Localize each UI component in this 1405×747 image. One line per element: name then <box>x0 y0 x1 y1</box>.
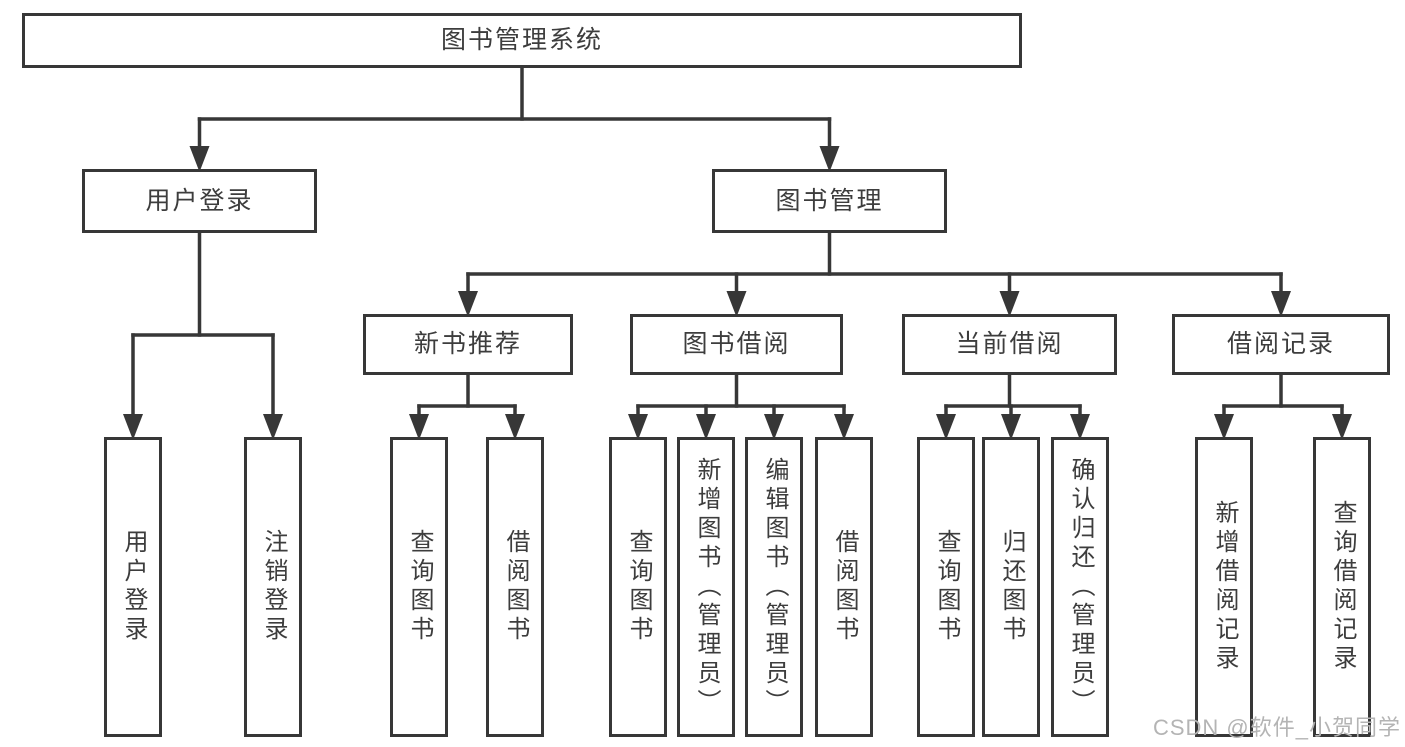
node-user-login-leaf: 用户登录 <box>104 437 162 737</box>
node-current-borrowing: 当前借阅 <box>902 314 1117 375</box>
node-query-borrow-record: 查询借阅记录 <box>1313 437 1371 737</box>
node-borrowing-records: 借阅记录 <box>1172 314 1390 375</box>
node-query-books-3: 查询图书 <box>917 437 975 737</box>
node-add-books-admin: 新增图书（管理员） <box>677 437 735 737</box>
node-query-books-1: 查询图书 <box>390 437 448 737</box>
watermark: CSDN @软件_小贺同学 <box>1152 715 1401 740</box>
node-book-management: 图书管理 <box>712 169 947 233</box>
node-confirm-return-admin: 确认归还（管理员） <box>1051 437 1109 737</box>
node-add-borrow-record: 新增借阅记录 <box>1195 437 1253 737</box>
node-new-book-recommendation: 新书推荐 <box>363 314 573 375</box>
node-query-books-2: 查询图书 <box>609 437 667 737</box>
node-user-login: 用户登录 <box>82 169 317 233</box>
node-borrow-books-1: 借阅图书 <box>486 437 544 737</box>
node-borrow-books-2: 借阅图书 <box>815 437 873 737</box>
node-book-borrowing: 图书借阅 <box>630 314 843 375</box>
node-return-books: 归还图书 <box>982 437 1040 737</box>
node-library-management-system: 图书管理系统 <box>22 13 1022 68</box>
node-edit-books-admin: 编辑图书（管理员） <box>745 437 803 737</box>
node-logout-leaf: 注销登录 <box>244 437 302 737</box>
